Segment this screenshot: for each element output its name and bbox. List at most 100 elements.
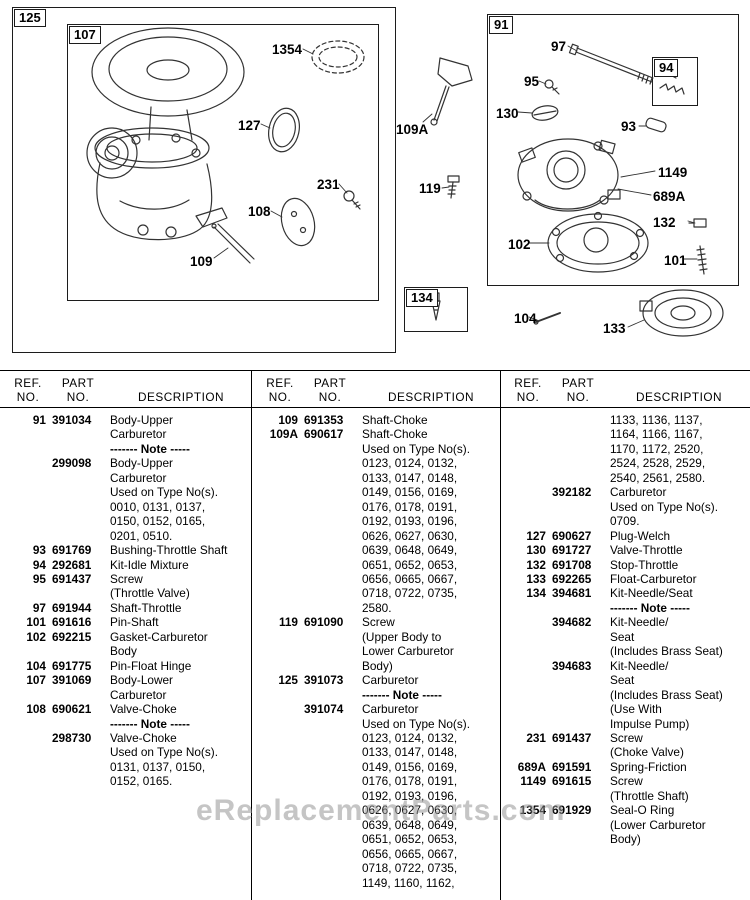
- part-no-cell: 391074: [304, 702, 344, 717]
- part-no-cell: 391073: [304, 673, 344, 688]
- header-description: DESCRIPTION: [387, 390, 475, 405]
- header-part: PART: [313, 376, 347, 390]
- callout-93: 93: [621, 119, 637, 134]
- ref-no-cell: [510, 485, 546, 528]
- description-cell: 1133, 1136, 1137,1164, 1166, 1167,1170, …: [610, 413, 706, 485]
- header-part-no: NO.: [566, 390, 590, 405]
- ref-no-cell: 125: [278, 673, 298, 688]
- ref-no-cell: 1354: [519, 803, 546, 818]
- column-divider: [500, 371, 502, 900]
- ref-no-cell: 91: [32, 413, 46, 427]
- callout-1354: 1354: [272, 42, 303, 57]
- part-no-cell: 392182: [552, 485, 592, 500]
- description-cell: Kit-Idle Mixture: [110, 557, 189, 572]
- description-cell: Spring-Friction: [610, 759, 687, 774]
- callout-102: 102: [508, 237, 531, 252]
- part-no-cell: 690617: [304, 427, 344, 442]
- ref-no-cell: [510, 659, 546, 731]
- part-no-cell: 394681: [552, 586, 592, 601]
- part-no-cell: 692215: [52, 629, 92, 644]
- part-no-cell: 394682: [552, 615, 592, 630]
- table-row: 93 691769 Bushing-Throttle Shaft: [10, 543, 252, 557]
- description-cell: Kit-Needle/Seat(Includes Brass Seat)(Use…: [610, 658, 723, 731]
- float-hinge-pin-drawing: [533, 312, 561, 325]
- description-cell: Valve-Throttle: [610, 543, 683, 558]
- part-no-cell: 292681: [52, 557, 92, 572]
- part-no-cell: 690627: [552, 528, 592, 543]
- description-cell: ------- Note -----: [362, 687, 442, 702]
- header-part-no: NO.: [318, 390, 342, 405]
- column-divider: [251, 371, 253, 900]
- group-box-107: 107: [67, 24, 379, 301]
- group-box-134-label: 134: [406, 289, 438, 307]
- diagram-area: 125 107 91 94 134: [0, 0, 750, 370]
- group-box-94: 94: [652, 57, 698, 106]
- note-divider-row: ------- Note -----: [10, 442, 252, 456]
- description-cell: ------- Note -----: [110, 441, 190, 456]
- ref-no-cell: 109A: [269, 427, 298, 442]
- ref-no-cell: [10, 442, 46, 456]
- description-cell: Bushing-Throttle Shaft: [110, 543, 228, 558]
- table-header: REF. PART NO. NO. DESCRIPTION: [10, 371, 252, 407]
- ref-no-cell: 93: [32, 543, 46, 558]
- header-ref-no: NO.: [516, 390, 540, 405]
- parts-column-3: REF. PART NO. NO. DESCRIPTION 1133, 1136…: [510, 371, 748, 847]
- callout-108: 108: [248, 204, 271, 219]
- part-no-cell: 691090: [304, 615, 344, 630]
- part-no-cell: [52, 717, 104, 731]
- part-no-cell: 692265: [552, 571, 592, 586]
- ref-no-cell: 130: [526, 543, 546, 558]
- table-body: 1133, 1136, 1137,1164, 1166, 1167,1170, …: [510, 407, 748, 847]
- header-part: PART: [561, 376, 595, 390]
- part-no-cell: 691437: [552, 730, 592, 745]
- header-description: DESCRIPTION: [137, 390, 225, 405]
- ref-no-cell: 102: [26, 629, 46, 644]
- ref-no-cell: 133: [526, 571, 546, 586]
- part-no-cell: [304, 688, 356, 702]
- description-cell: Carburetor: [362, 673, 419, 688]
- header-ref-no: NO.: [16, 390, 40, 405]
- table-header: REF. PART NO. NO. DESCRIPTION: [510, 371, 748, 407]
- callout-132: 132: [653, 215, 676, 230]
- part-no-cell: 691769: [52, 543, 92, 558]
- ref-no-cell: [10, 456, 46, 543]
- part-no-cell: 691437: [52, 571, 92, 586]
- note-divider-row: ------- Note -----: [262, 688, 500, 702]
- ref-no-cell: 231: [526, 730, 546, 745]
- description-cell: Pin-Float Hinge: [110, 658, 192, 673]
- description-cell: Screw(Throttle Shaft): [610, 774, 689, 803]
- part-no-cell: 391034: [52, 413, 92, 427]
- table-header: REF. PART NO. NO. DESCRIPTION: [262, 371, 500, 407]
- header-ref: REF.: [266, 376, 294, 390]
- group-box-134: 134: [404, 287, 468, 332]
- ref-no-cell: 134: [526, 586, 546, 601]
- description-cell: Shaft-Choke: [362, 413, 428, 427]
- ref-no-cell: 104: [26, 658, 46, 673]
- part-no-cell: 299098: [52, 456, 92, 471]
- description-cell: Pin-Shaft: [110, 615, 159, 630]
- ref-no-cell: [10, 731, 46, 789]
- ref-no-cell: [10, 717, 46, 731]
- ref-no-cell: [510, 601, 546, 615]
- note-divider-row: ------- Note -----: [10, 717, 252, 731]
